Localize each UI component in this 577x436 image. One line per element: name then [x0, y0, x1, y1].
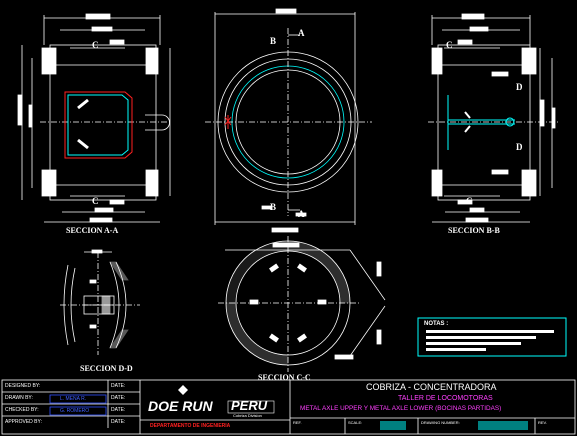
center-front-view — [205, 8, 372, 233]
date-label-3: DATE: — [111, 407, 126, 413]
drawing-number-label: DRAWING NUMBER: — [421, 420, 460, 425]
ref-label: REF. — [293, 420, 302, 425]
project-title: COBRIZA - CONCENTRADORA — [366, 382, 497, 392]
cut-letter-b-bottom: B — [270, 202, 277, 212]
section-aa-cutaway — [64, 91, 133, 159]
notes-box — [417, 317, 567, 357]
section-bb-view — [428, 13, 560, 223]
workshop-title: TALLER DE LOCOMOTORAS — [398, 395, 493, 402]
cut-letter-d-bb-bottom: D — [516, 142, 523, 152]
cut-letter-a-top: A — [298, 28, 305, 38]
approved-by-label: APPROVED BY: — [5, 419, 42, 425]
section-dd-view — [60, 249, 140, 355]
cut-letter-d-bb-top: D — [516, 82, 523, 92]
section-bb-label: SECCION B-B — [448, 226, 500, 235]
drawn-by-label: DRAWN BY: — [5, 395, 33, 401]
section-bb-cyan-details — [447, 95, 515, 150]
checked-by-label: CHECKED BY: — [5, 407, 39, 413]
center-red-marks — [224, 115, 232, 129]
company-division: Cobriza Division — [233, 413, 262, 418]
cut-letter-c-aa-top: C — [92, 40, 99, 50]
rev-label: REV. — [538, 420, 547, 425]
date-label-1: DATE: — [111, 383, 126, 389]
title-block-frame — [1, 379, 576, 435]
section-cc-view — [218, 236, 386, 372]
scale-label: SCALE: — [348, 420, 363, 425]
company-country: PERU — [231, 398, 268, 413]
department-label: DEPARTAMENTO DE INGENIERIA — [150, 423, 231, 429]
drawn-by-name: L. MENA R. — [60, 396, 87, 402]
section-cc-label: SECCION C-C — [258, 373, 311, 382]
notes-title: NOTAS : — [424, 321, 449, 327]
cut-letter-a-bottom: A — [298, 209, 305, 219]
cut-letter-c-aa-bottom: C — [92, 196, 99, 206]
date-label-4: DATE: — [111, 419, 126, 425]
cut-letter-c-bb-bottom: C — [466, 196, 473, 206]
section-dd-label: SECCION D-D — [80, 364, 133, 373]
date-label-2: DATE: — [111, 395, 126, 401]
cut-letter-c-bb-top: C — [446, 40, 453, 50]
checked-by-name: G. ROMERO — [60, 408, 90, 414]
section-aa-label: SECCION A-A — [66, 226, 119, 235]
drawing-description: METAL AXLE UPPER Y METAL AXLE LOWER (BOC… — [300, 405, 502, 412]
title-block-blue-fields — [49, 394, 107, 416]
drawing-number-fields — [380, 421, 528, 430]
doe-run-logo — [178, 385, 275, 414]
designed-by-label: DESIGNED BY: — [5, 383, 41, 389]
section-aa-view — [17, 13, 171, 223]
cut-letter-b-top: B — [270, 36, 277, 46]
company-name: DOE RUN — [148, 398, 213, 414]
